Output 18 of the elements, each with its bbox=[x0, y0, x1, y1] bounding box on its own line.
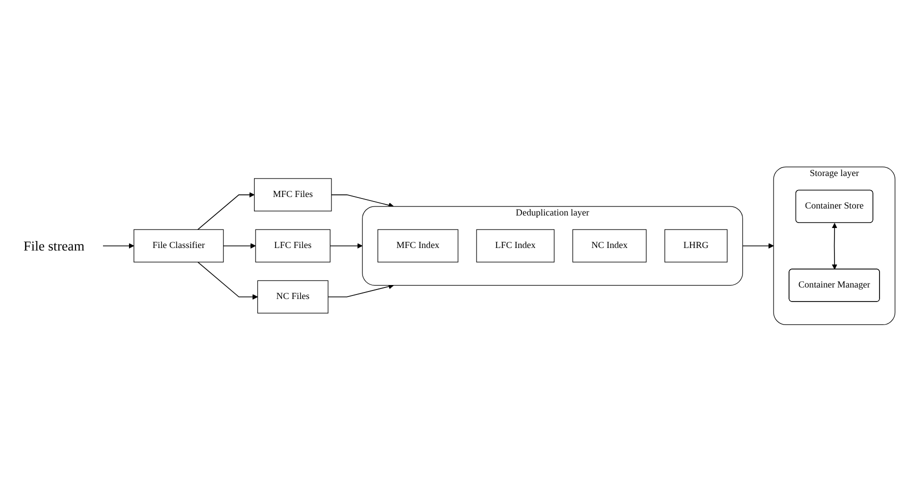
node-box: LFC Index bbox=[476, 229, 554, 263]
arrow bbox=[197, 262, 258, 300]
arrow bbox=[222, 243, 256, 249]
node-box: MFC Index bbox=[378, 229, 458, 263]
arrow bbox=[197, 192, 255, 230]
node-box: NC Index bbox=[572, 229, 647, 263]
arrow bbox=[102, 243, 134, 249]
arrow bbox=[742, 243, 774, 249]
arrow bbox=[330, 243, 363, 249]
node-box: NC Files bbox=[257, 280, 328, 314]
node-box: LHRG bbox=[664, 229, 728, 263]
node-text: File stream bbox=[24, 238, 84, 254]
node-box: File Classifier bbox=[134, 229, 224, 263]
arrow bbox=[331, 194, 394, 208]
node-box: MFC Files bbox=[254, 178, 332, 212]
node-box: LFC Files bbox=[255, 229, 330, 263]
arrow bbox=[328, 284, 394, 298]
arrow bbox=[832, 223, 838, 270]
